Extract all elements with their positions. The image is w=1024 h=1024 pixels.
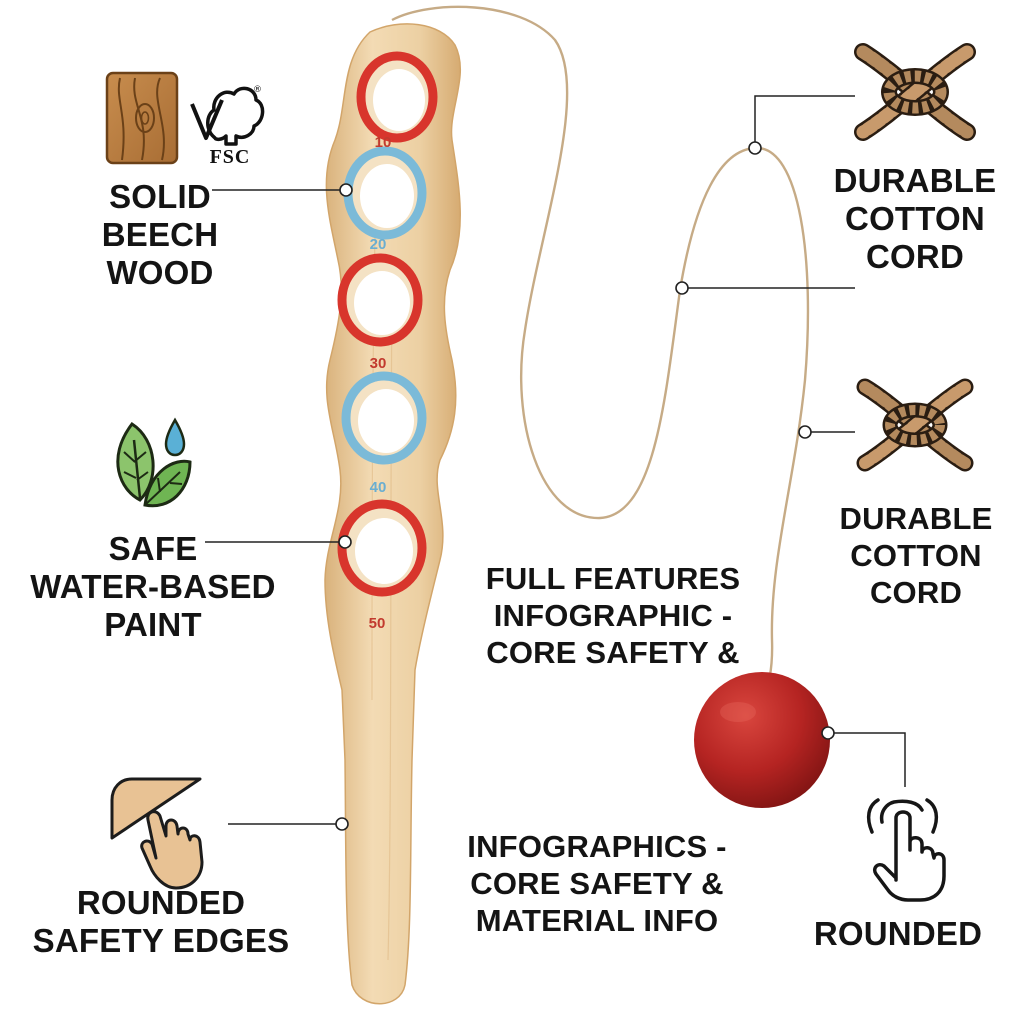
leader-lines bbox=[205, 95, 906, 825]
score-ring-40 bbox=[341, 371, 427, 465]
label-line: CORD bbox=[866, 238, 964, 275]
score-ring-30 bbox=[337, 253, 423, 347]
caption-line: CORE SAFETY & bbox=[486, 635, 740, 670]
caption-line: CORE SAFETY & bbox=[470, 866, 724, 901]
caption-line: INFOGRAPHICS - bbox=[467, 829, 727, 864]
score-label: 30 bbox=[370, 355, 387, 372]
label-line: COTTON bbox=[845, 200, 985, 237]
label-line: SOLID bbox=[109, 178, 211, 215]
tap-hand-icon bbox=[866, 798, 946, 902]
cotton-cord bbox=[391, 5, 810, 701]
rope-knot-icon bbox=[854, 43, 976, 141]
score-ring-20 bbox=[343, 146, 427, 240]
label-line: DURABLE bbox=[833, 162, 997, 199]
score-label: 50 bbox=[369, 615, 386, 632]
center-caption: FULL FEATURES INFOGRAPHIC - CORE SAFETY … bbox=[468, 560, 758, 671]
cotton-cord-label-middle: DURABLE COTTON CORD bbox=[826, 500, 1006, 611]
rope-knot-icon bbox=[856, 378, 974, 472]
label-line: ROUNDED bbox=[76, 884, 246, 921]
label-line: SAFE bbox=[108, 530, 198, 567]
caption-line: MATERIAL INFO bbox=[475, 903, 719, 938]
score-label: 40 bbox=[370, 479, 387, 496]
label-line: CORD bbox=[869, 575, 963, 610]
fsc-label: FSC bbox=[210, 146, 251, 168]
score-ring-10 bbox=[356, 51, 438, 143]
score-label: 10 bbox=[375, 134, 392, 151]
bottom-caption: INFOGRAPHICS - CORE SAFETY & MATERIAL IN… bbox=[452, 828, 742, 939]
wood-grain-icon bbox=[105, 71, 179, 165]
label-line: BEECH bbox=[101, 216, 219, 253]
fsc-tree-icon: FSC ® bbox=[190, 85, 265, 168]
label-line: ROUNDED bbox=[813, 915, 983, 952]
cotton-cord-label-top: DURABLE COTTON CORD bbox=[820, 162, 1010, 276]
leader-dots bbox=[335, 141, 835, 831]
rounded-edges-label: ROUNDED SAFETY EDGES bbox=[20, 884, 302, 960]
label-line: WATER-BASED bbox=[30, 568, 276, 605]
label-line: PAINT bbox=[104, 606, 202, 643]
corner-touch-icon bbox=[110, 777, 204, 890]
score-label: 20 bbox=[370, 236, 387, 253]
safe-paint-label: SAFE WATER-BASED PAINT bbox=[20, 530, 286, 644]
solid-beech-wood-label: SOLID BEECH WOOD bbox=[60, 178, 260, 292]
score-ring-50 bbox=[337, 499, 427, 597]
leaf-water-icon bbox=[116, 417, 192, 508]
label-line: SAFETY EDGES bbox=[32, 922, 290, 959]
label-line: DURABLE bbox=[839, 501, 993, 536]
rounded-ball-label: ROUNDED bbox=[808, 915, 988, 953]
label-line: COTTON bbox=[850, 538, 982, 573]
caption-line: FULL FEATURES bbox=[485, 561, 741, 596]
red-ball bbox=[694, 672, 830, 808]
fsc-registered-mark: ® bbox=[253, 85, 262, 95]
label-line: WOOD bbox=[106, 254, 214, 291]
caption-line: INFOGRAPHIC - bbox=[493, 598, 733, 633]
